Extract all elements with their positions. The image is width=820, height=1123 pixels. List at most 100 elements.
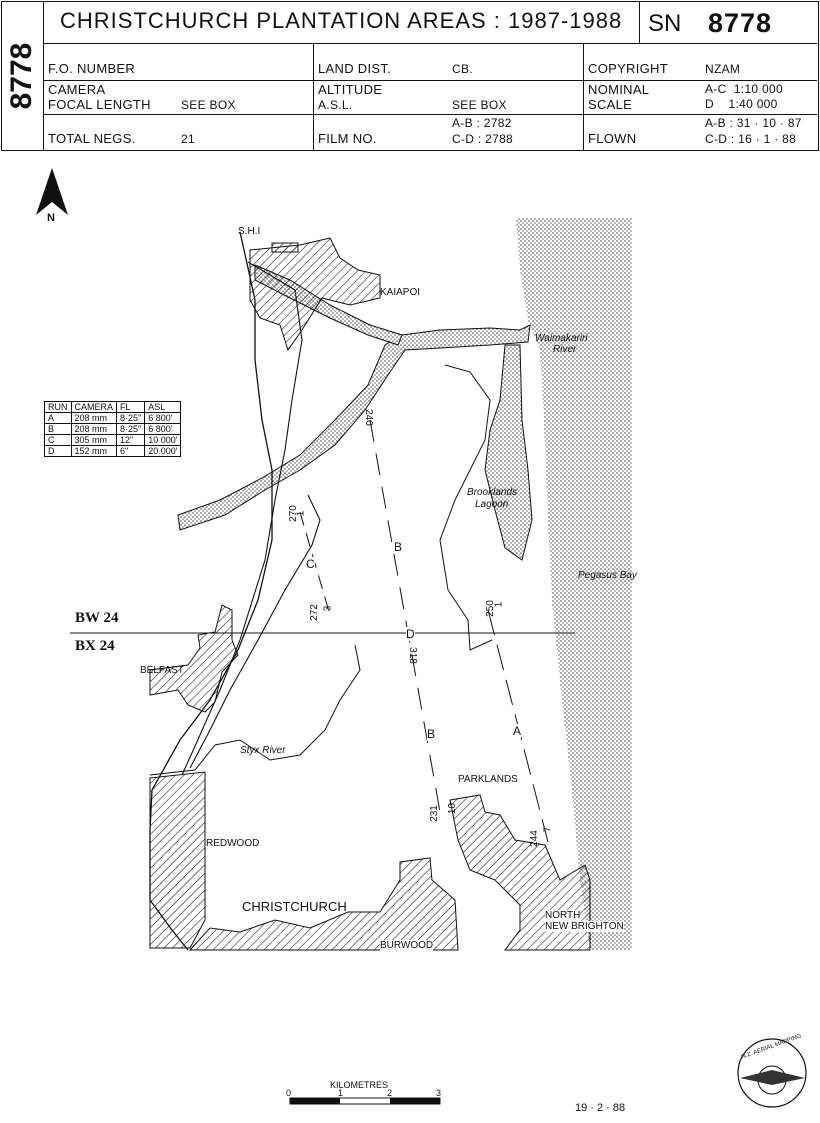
north-arrow-icon [36,168,68,215]
scale-bar-segment [390,1098,440,1104]
runs-table-header: RUN CAMERA FL ASL [44,401,182,413]
frame-number: 1 [493,601,505,608]
run-cell: B [44,423,72,435]
frame-number: 272 [308,604,320,621]
header-divider [43,43,817,44]
focal-length-value: SEE BOX [181,98,236,112]
total-negs-value: 21 [181,132,195,146]
asl-cell: 6 800' [144,412,182,424]
sheet-label-bw: BW 24 [75,610,119,626]
sheet-label-bx: BX 24 [75,638,115,654]
header-divider [313,43,314,150]
place-label-redwood: REDWOOD [206,838,260,849]
place-label-lagoon: Lagoon [475,499,509,510]
camera-cell: 208 mm [70,423,118,435]
place-label-waimakariri: River [553,344,577,355]
railway-line [189,494,321,769]
waimakariri-river [177,324,531,531]
flown-label: FLOWN [588,131,637,146]
brooklands-lagoon [484,344,533,561]
frame-number: 7 [542,826,554,833]
runs-table-header-cell: ASL [144,401,182,413]
run-label-b: B [394,540,403,554]
sheet-title: CHRISTCHURCH PLANTATION AREAS : 1987-198… [60,8,623,33]
place-label-styx-river: Styx River [240,745,286,756]
film-no-label: FILM NO. [318,131,377,146]
frame-number: 231 [428,805,440,822]
asl-value: SEE BOX [452,98,507,112]
land-dist-label: LAND DIST. [318,61,392,76]
camera-cell: 152 mm [70,445,118,457]
table-row: A 208 mm 8·25" 6 800' [44,412,182,424]
film-cd: C-D : 2788 [452,132,514,146]
scale-bar-tick: 1 [338,1088,344,1098]
sea-area [516,218,632,950]
kaiapoi-town [249,237,381,352]
christchurch-city [188,857,459,951]
frame-number: 244 [528,830,540,847]
table-row: C 305 mm 12" 10 000' [44,434,182,446]
kaiapoi-town [271,242,299,253]
header-divider [583,43,584,150]
run-label-c: C [306,557,315,571]
header-divider [639,1,640,43]
header-frame [1,1,819,151]
frame-number: 1 [295,510,307,517]
header-divider [43,114,817,115]
run-cell: A [44,412,72,424]
run-label-d: D [406,627,415,641]
altitude-label: ALTITUDE [318,82,383,97]
place-label-shi: S.H.I [238,226,261,237]
asl-cell: 6 800' [144,423,182,435]
flown-cd: C-D : 16 · 1 · 88 [705,132,797,146]
nz-aerial-mapping-logo [737,1038,807,1108]
place-label-brooklands: Brooklands [467,487,518,498]
copyright-value: NZAM [705,62,741,76]
place-label-belfast: BELFAST [140,665,184,676]
side-id-column [1,1,44,150]
run-cell: D [44,445,72,457]
asl-cell: 20 000' [144,445,182,457]
place-label-new-brighton: NEW BRIGHTON [545,921,624,932]
table-row: D 152 mm 6" 20 000' [44,445,182,457]
table-row: B 208 mm 8·25" 6 800' [44,423,182,435]
state-highway-1 [149,231,273,951]
frame-number: 3 [322,605,334,612]
place-label-north: NORTH [545,910,581,921]
flown-ab: A-B : 31 · 10 · 87 [705,116,802,130]
fl-cell: 12" [116,434,146,446]
camera-cell: 208 mm [70,412,118,424]
scale-bar-tick: 3 [436,1088,442,1098]
logo-wing [740,1070,805,1085]
belfast-town [149,604,239,713]
scale-bar-segment [290,1098,340,1104]
land-dist-value: CB. [452,62,473,76]
frame-number: 318 [406,647,418,664]
scale-bar-tick: 0 [286,1088,292,1098]
runs-table-header-cell: FL [116,401,146,413]
runs-table-header-cell: RUN [44,401,72,413]
frame-number: 10 [447,802,459,815]
runs-table: RUN CAMERA FL ASL A 208 mm 8·25" 6 800' … [44,401,182,457]
railway-line [181,261,303,776]
redwood-suburb [149,771,206,949]
run-label-a: A [513,724,522,738]
north-label: N [47,212,55,224]
flight-run-line [369,419,441,813]
run-cell: C [44,434,72,446]
coastline [439,364,493,651]
header-divider [43,80,817,81]
fl-cell: 8·25" [116,423,146,435]
fo-number-label: F.O. NUMBER [48,61,136,76]
map-date: 19 · 2 · 88 [575,1102,626,1114]
run-label-b: B [427,727,436,741]
film-ab: A-B : 2782 [452,116,512,130]
sn-prefix: SN [648,10,682,37]
place-label-waimakariri: Waimakariri [535,333,588,344]
camera-label: CAMERA [48,82,106,97]
frame-number: 240 [362,409,374,426]
place-label-kaiapoi: KAIAPOI [380,287,421,298]
sn-number: 8778 [708,8,773,38]
focal-length-label: FOCAL LENGTH [48,97,151,112]
